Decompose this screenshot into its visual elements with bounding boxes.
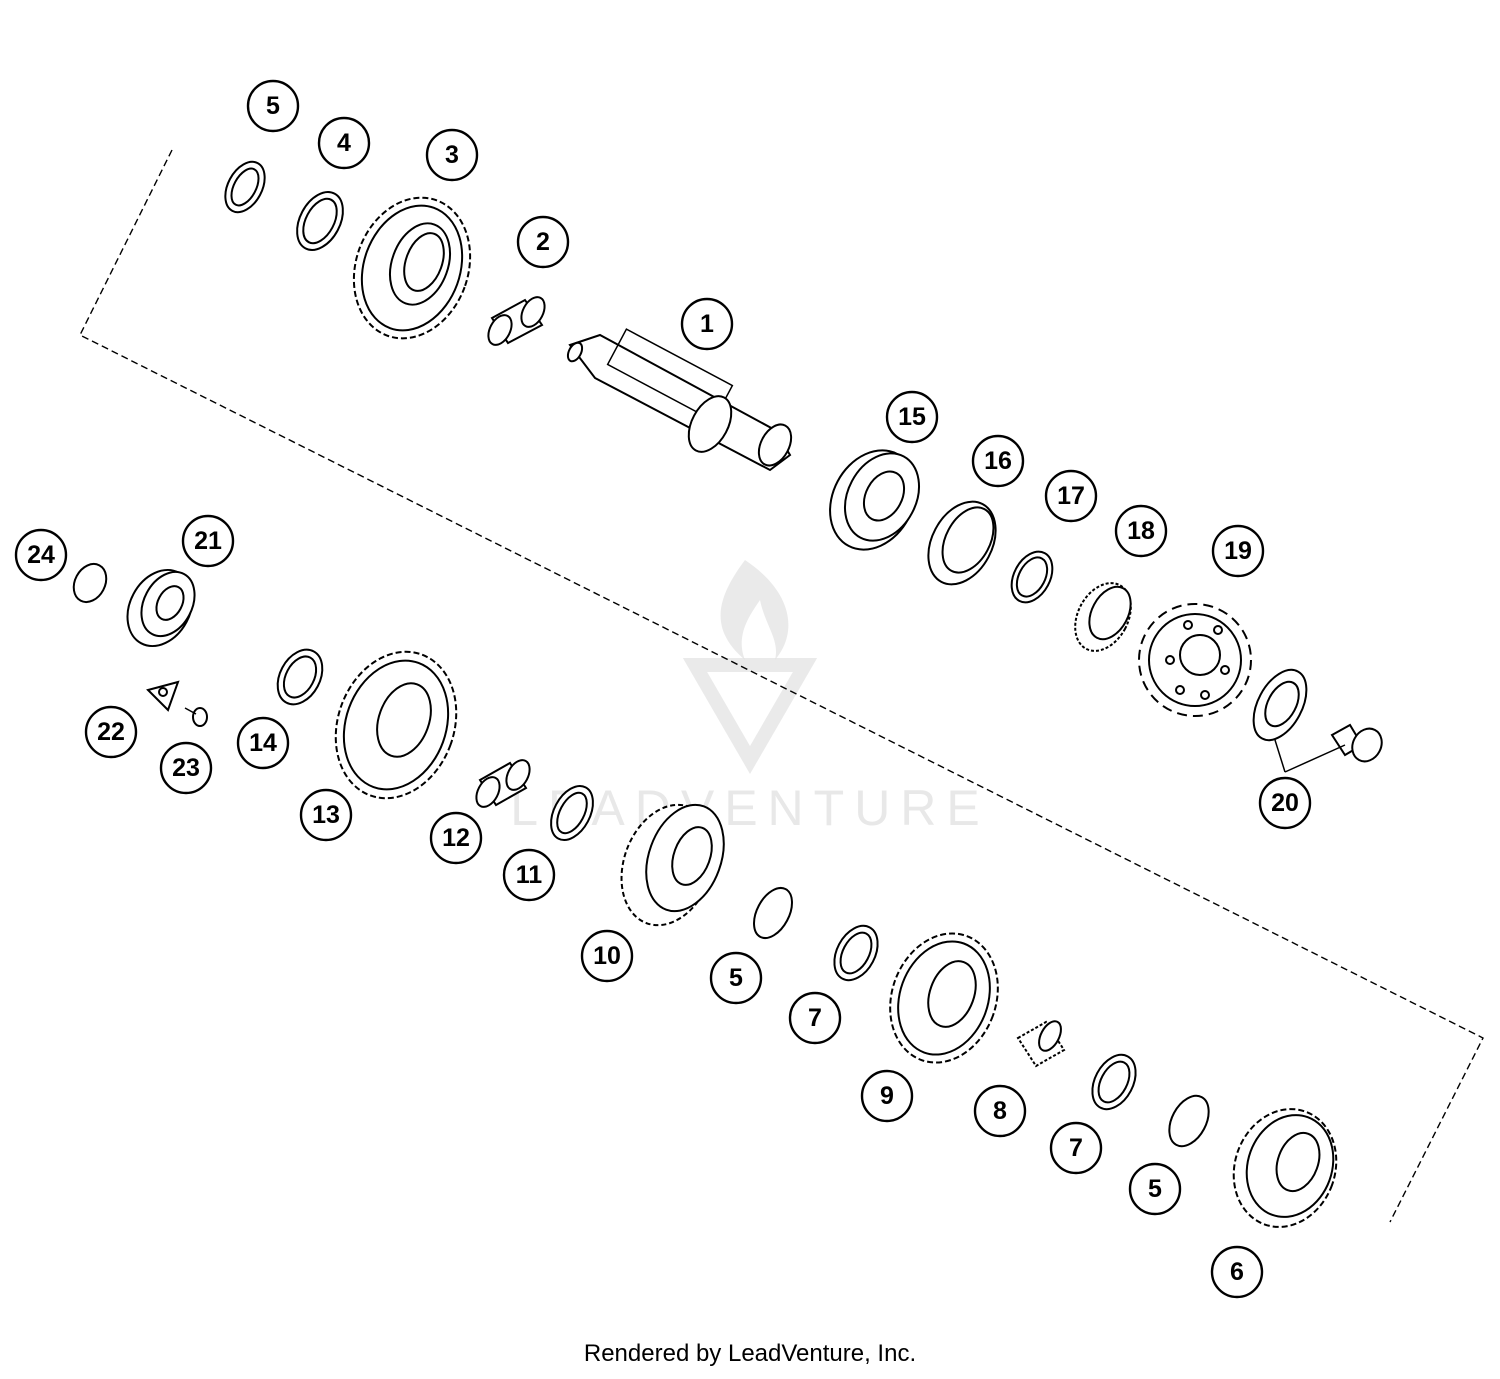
part-6-gear — [1232, 1108, 1338, 1228]
svg-text:3: 3 — [445, 141, 459, 169]
svg-text:2: 2 — [536, 228, 550, 256]
callout-7-a: 7 — [788, 991, 842, 1045]
callout-16: 16 — [971, 434, 1025, 488]
svg-text:14: 14 — [249, 729, 277, 757]
part-5-circlip-lower-a — [753, 887, 793, 939]
callout-5-lower-b: 5 — [1128, 1162, 1182, 1216]
callout-9: 9 — [860, 1069, 914, 1123]
callout-13: 13 — [299, 788, 353, 842]
svg-text:19: 19 — [1224, 537, 1252, 565]
svg-text:6: 6 — [1230, 1258, 1244, 1286]
part-9-gear — [889, 932, 999, 1064]
svg-text:7: 7 — [1069, 1134, 1083, 1162]
part-16-seal — [927, 500, 997, 586]
callout-11: 11 — [502, 848, 556, 902]
part-8-needle-bearing — [1016, 1020, 1066, 1068]
part-7-washer-b — [1091, 1053, 1137, 1111]
callout-14: 14 — [236, 716, 290, 770]
svg-text:21: 21 — [194, 527, 222, 555]
footer-credit: Rendered by LeadVenture, Inc. — [583, 1340, 917, 1367]
svg-text:18: 18 — [1127, 517, 1155, 545]
part-10-gear — [620, 803, 725, 927]
svg-text:7: 7 — [808, 1004, 822, 1032]
part-14-washer — [276, 648, 324, 706]
svg-text:23: 23 — [172, 754, 200, 782]
callout-1: 1 — [680, 297, 734, 351]
part-18-spacer — [1074, 582, 1132, 652]
callout-23: 23 — [159, 741, 213, 795]
callout-24: 24 — [14, 528, 68, 582]
callout-12: 12 — [429, 811, 483, 865]
callout-18: 18 — [1114, 504, 1168, 558]
callout-21: 21 — [181, 514, 235, 568]
part-11-washer — [550, 785, 594, 841]
svg-text:22: 22 — [97, 718, 125, 746]
part-3-gear — [352, 196, 472, 340]
part-5-circlip-lower-b — [1168, 1094, 1210, 1148]
callout-10: 10 — [580, 929, 634, 983]
callout-6: 6 — [1210, 1245, 1264, 1299]
svg-text:5: 5 — [1148, 1175, 1162, 1203]
part-4-washer — [296, 191, 344, 251]
svg-text:12: 12 — [442, 824, 470, 852]
svg-text:5: 5 — [266, 92, 280, 120]
callout-15: 15 — [885, 390, 939, 444]
callout-3: 3 — [425, 128, 479, 182]
svg-text:10: 10 — [593, 942, 621, 970]
svg-text:9: 9 — [880, 1082, 894, 1110]
svg-text:8: 8 — [993, 1097, 1007, 1125]
v-logo-icon — [682, 658, 818, 774]
callout-19: 19 — [1211, 524, 1265, 578]
shaft-outline-dashed — [79, 149, 1484, 1223]
svg-text:17: 17 — [1057, 482, 1085, 510]
svg-text:16: 16 — [984, 447, 1012, 475]
svg-text:1: 1 — [700, 310, 714, 338]
part-12-bushing — [475, 759, 531, 808]
callout-20: 20 — [1258, 776, 1312, 830]
callout-2: 2 — [516, 215, 570, 269]
callout-4: 4 — [317, 116, 371, 170]
callout-7-b: 7 — [1049, 1121, 1103, 1175]
part-22-clip — [146, 680, 180, 712]
svg-text:24: 24 — [27, 541, 55, 569]
part-13-gear — [334, 650, 458, 800]
part-15-bearing — [829, 449, 920, 551]
callout-5-lower-a: 5 — [709, 951, 763, 1005]
part-7-washer-a — [833, 924, 879, 982]
svg-text:20: 20 — [1271, 789, 1299, 817]
part-17-o-ring — [1010, 550, 1054, 604]
svg-text:5: 5 — [729, 964, 743, 992]
callout-8: 8 — [973, 1084, 1027, 1138]
svg-text:13: 13 — [312, 801, 340, 829]
svg-text:4: 4 — [337, 129, 351, 157]
part-5-circlip — [224, 160, 266, 214]
callout-17: 17 — [1044, 469, 1098, 523]
svg-text:15: 15 — [898, 403, 926, 431]
flame-logo-icon — [720, 560, 789, 660]
part-2-bushing — [487, 296, 546, 346]
svg-text:11: 11 — [516, 861, 543, 889]
callout-5-top: 5 — [246, 79, 300, 133]
part-20-washer-and-bolt — [1252, 668, 1383, 773]
part-24-circlip — [72, 562, 108, 604]
callout-22: 22 — [84, 705, 138, 759]
part-23-screw — [184, 707, 208, 727]
part-1-main-shaft — [566, 328, 793, 472]
part-21-bearing — [126, 568, 196, 648]
part-19-sprocket — [1138, 603, 1252, 717]
